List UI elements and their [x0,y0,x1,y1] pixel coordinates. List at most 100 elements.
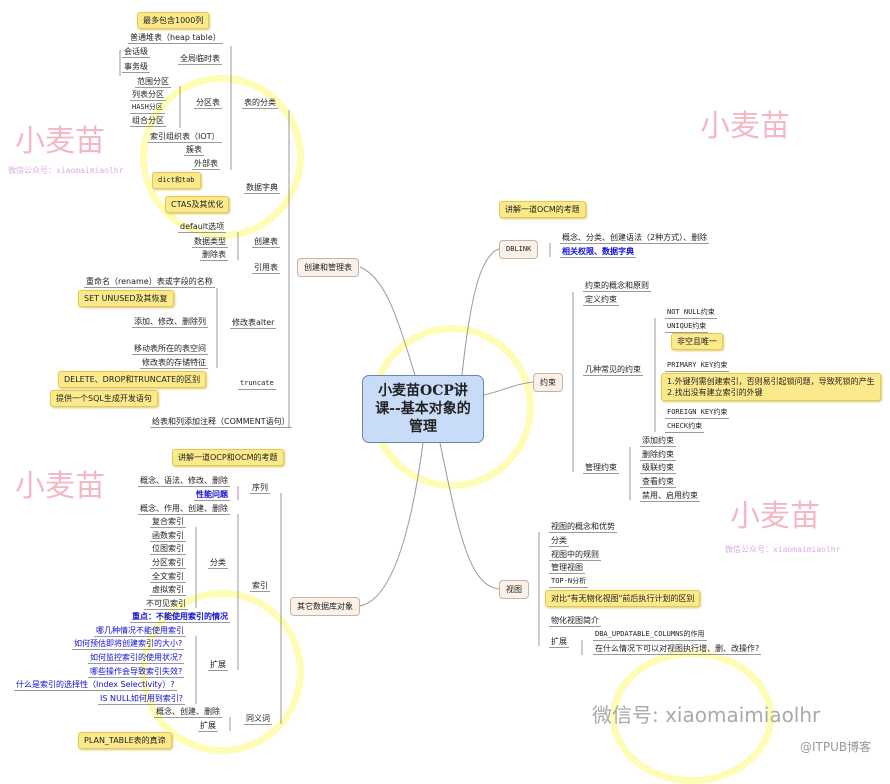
topic-constraints-add[interactable]: 添加约束 [640,436,676,447]
topic-others-bitmap[interactable]: 位图索引 [150,544,186,555]
topic-others-virtual[interactable]: 虚拟索引 [150,585,186,596]
topic-tables-cluster[interactable]: 簇表 [184,145,204,156]
watermark-ring [140,75,304,239]
topic-others-syn-ext[interactable]: 扩展 [198,721,218,732]
topic-tables-default-opt[interactable]: default选项 [178,222,227,233]
topic-tables-truncate[interactable]: truncate [238,378,276,390]
topic-views-dba-cols[interactable]: DBA_UPDATABLE_COLUMNS的作用 [593,629,707,641]
topic-tables-transaction[interactable]: 事务级 [122,62,150,73]
callout-constraints-pk-note[interactable]: 非空且唯一 [671,333,723,350]
topic-tables-range[interactable]: 范围分区 [135,77,171,88]
topic-tables-add-mod-drop[interactable]: 添加、修改、删除列 [132,317,208,328]
topic-tables-data-types[interactable]: 数据类型 [192,237,228,248]
topic-others-function[interactable]: 函数索引 [150,531,186,542]
topic-others-seq-concept[interactable]: 概念、语法、修改、删除 [138,476,230,487]
mind-map: 小麦苗 小麦苗 小麦苗 小麦苗 微信公众号：xiaomaimiaolhr 微信公… [8,12,881,784]
topic-tables-ref[interactable]: 引用表 [252,263,280,274]
topic-tables-move-ts[interactable]: 移动表所在的表空间 [132,344,208,355]
topic-others-ext2[interactable]: 如何预估即将创建索引的大小? [72,639,185,650]
topic-tables-composite[interactable]: 组合分区 [130,116,166,127]
topic-views-mv[interactable]: 物化视图简介 [549,616,601,627]
topic-tables-types[interactable]: 表的分类 [242,98,278,109]
topic-views-topn[interactable]: TOP-N分析 [549,576,589,588]
callout-views-mv-note[interactable]: 对比"有无物化视图"前后执行计划的区别 [545,590,701,607]
watermark-account: 微信公众号：xiaomaimiaolhr [725,545,841,554]
topic-constraints-not-null[interactable]: NOT NULL约束 [665,307,717,319]
topic-views-concept[interactable]: 视图的概念和优势 [549,522,617,533]
callout-tables-comment-note[interactable]: 提供一个SQL生成开发语句 [50,390,158,407]
topic-constraints-label[interactable]: 约束 [533,373,563,392]
topic-others-syn-concept[interactable]: 概念、创建、删除 [154,707,222,718]
topic-others-ext6[interactable]: IS NULL如何用到索引? [98,694,185,705]
topic-others-idx-ext[interactable]: 扩展 [208,660,228,671]
topic-constraints-drop[interactable]: 删除约束 [640,450,676,461]
callout-tables-truncate-note[interactable]: DELETE、DROP和TRUNCATE的区别 [58,371,207,388]
topic-others-synonym[interactable]: 同义词 [244,714,272,725]
topic-constraints-define[interactable]: 定义约束 [583,295,619,306]
topic-tables-global-temp[interactable]: 全局临时表 [178,54,222,65]
topic-others-invisible[interactable]: 不可见索引 [144,599,188,610]
topic-constraints-check[interactable]: CHECK约束 [665,421,705,433]
topic-others-ext1[interactable]: 哪几种情况不能使用索引 [94,626,186,637]
topic-constraints-unique[interactable]: UNIQUE约束 [665,321,709,333]
topic-tables-hash[interactable]: HASH分区 [130,102,165,114]
topic-dblink-concept[interactable]: 概念、分类、创建语法（2种方式）、删除 [560,233,710,244]
topic-views-class[interactable]: 分类 [549,536,569,547]
topic-others-idx-concept[interactable]: 概念、作用、创建、删除 [138,504,230,515]
topic-tables-comment[interactable]: 给表和列添加注释（COMMENT语句） [150,417,292,428]
topic-tables-partitioned[interactable]: 分区表 [194,98,222,109]
topic-others-idx-class[interactable]: 分类 [208,558,228,569]
topic-constraints-enable[interactable]: 禁用、启用约束 [640,491,700,502]
topic-others-ext3[interactable]: 如何监控索引的使用状况? [88,653,185,664]
topic-views-dml[interactable]: 在什么情况下可以对视图执行增、删、改操作? [593,644,762,655]
topic-tables-drop[interactable]: 删除表 [200,250,228,261]
watermark-ring [140,590,304,754]
topic-dblink-privs[interactable]: 相关权限、数据字典 [560,247,636,258]
topic-others-label[interactable]: 其它数据库对象 [290,597,360,616]
callout-tables-data-dict-note[interactable]: dict和tab [152,172,201,189]
topic-constraints-cascade[interactable]: 级联约束 [640,463,676,474]
topic-views-label[interactable]: 视图 [499,580,529,599]
topic-others-key-point[interactable]: 重点：不能使用索引的情况 [130,612,230,623]
callout-tables-heap-note[interactable]: 最多包含1000列 [137,12,210,29]
topic-others-fulltext[interactable]: 全文索引 [150,572,186,583]
topic-others-composite[interactable]: 复合索引 [150,517,186,528]
topic-others-seq-perf[interactable]: 性能问题 [194,490,230,501]
topic-others-index[interactable]: 索引 [250,581,270,592]
topic-others-partition[interactable]: 分区索引 [150,558,186,569]
topic-constraints-pk[interactable]: PRIMARY KEY约束 [665,360,730,372]
topic-tables-data-dict[interactable]: 数据字典 [244,183,280,194]
callout-dblink-note[interactable]: 讲解一道OCM的考题 [499,201,586,218]
topic-tables-rename[interactable]: 重命名（rename）表或字段的名称 [84,277,215,288]
callout-tables-set-unused-note[interactable]: SET UNUSED及其恢复 [78,290,174,307]
topic-dblink-label[interactable]: DBLINK [499,240,539,259]
topic-constraints-view[interactable]: 查看约束 [640,477,676,488]
topic-others-ext4[interactable]: 哪些操作会导致索引失效? [88,667,185,678]
topic-tables-session[interactable]: 会话级 [122,47,150,58]
topic-constraints-common[interactable]: 几种常见的约束 [583,365,643,376]
topic-tables-iot[interactable]: 索引组织表（IOT） [148,132,222,143]
topic-tables-create[interactable]: 创建表 [252,237,280,248]
central-topic[interactable]: 小麦苗OCP讲课--基本对象的管理 [362,375,484,443]
topic-tables-alter[interactable]: 修改表alter [230,318,277,329]
topic-constraints-concept[interactable]: 约束的概念和原则 [583,281,651,292]
topic-constraints-fk[interactable]: FOREIGN KEY约束 [665,407,730,419]
topic-views-rules[interactable]: 视图中的规则 [549,550,601,561]
topic-tables-heap[interactable]: 普通堆表（heap table） [128,33,223,44]
callout-tables-ctas-note[interactable]: CTAS及其优化 [165,196,230,213]
callout-others-seq-note[interactable]: 讲解一道OCP和OCM的考题 [172,449,284,466]
callout-others-plan-note[interactable]: PLAN_TABLE表的真谛 [78,732,172,749]
callout-line: 2.找出没有建立索引的外键 [667,388,763,397]
topic-tables-list[interactable]: 列表分区 [130,90,166,101]
topic-tables-external[interactable]: 外部表 [192,159,220,170]
topic-views-ext[interactable]: 扩展 [549,637,569,648]
topic-others-ext5[interactable]: 什么是索引的选择性（Index Selectivity）? [14,680,177,691]
watermark-brand: 小麦苗 [700,109,790,144]
topic-others-sequence[interactable]: 序列 [250,483,270,494]
topic-tables-storage[interactable]: 修改表的存储特征 [140,358,208,369]
wechat-footer: 微信号: xiaomaimiaolhr [592,703,821,727]
topic-constraints-manage[interactable]: 管理约束 [583,463,619,474]
topic-views-manage[interactable]: 管理视图 [549,563,585,574]
topic-tables-label[interactable]: 创建和管理表 [297,258,359,277]
